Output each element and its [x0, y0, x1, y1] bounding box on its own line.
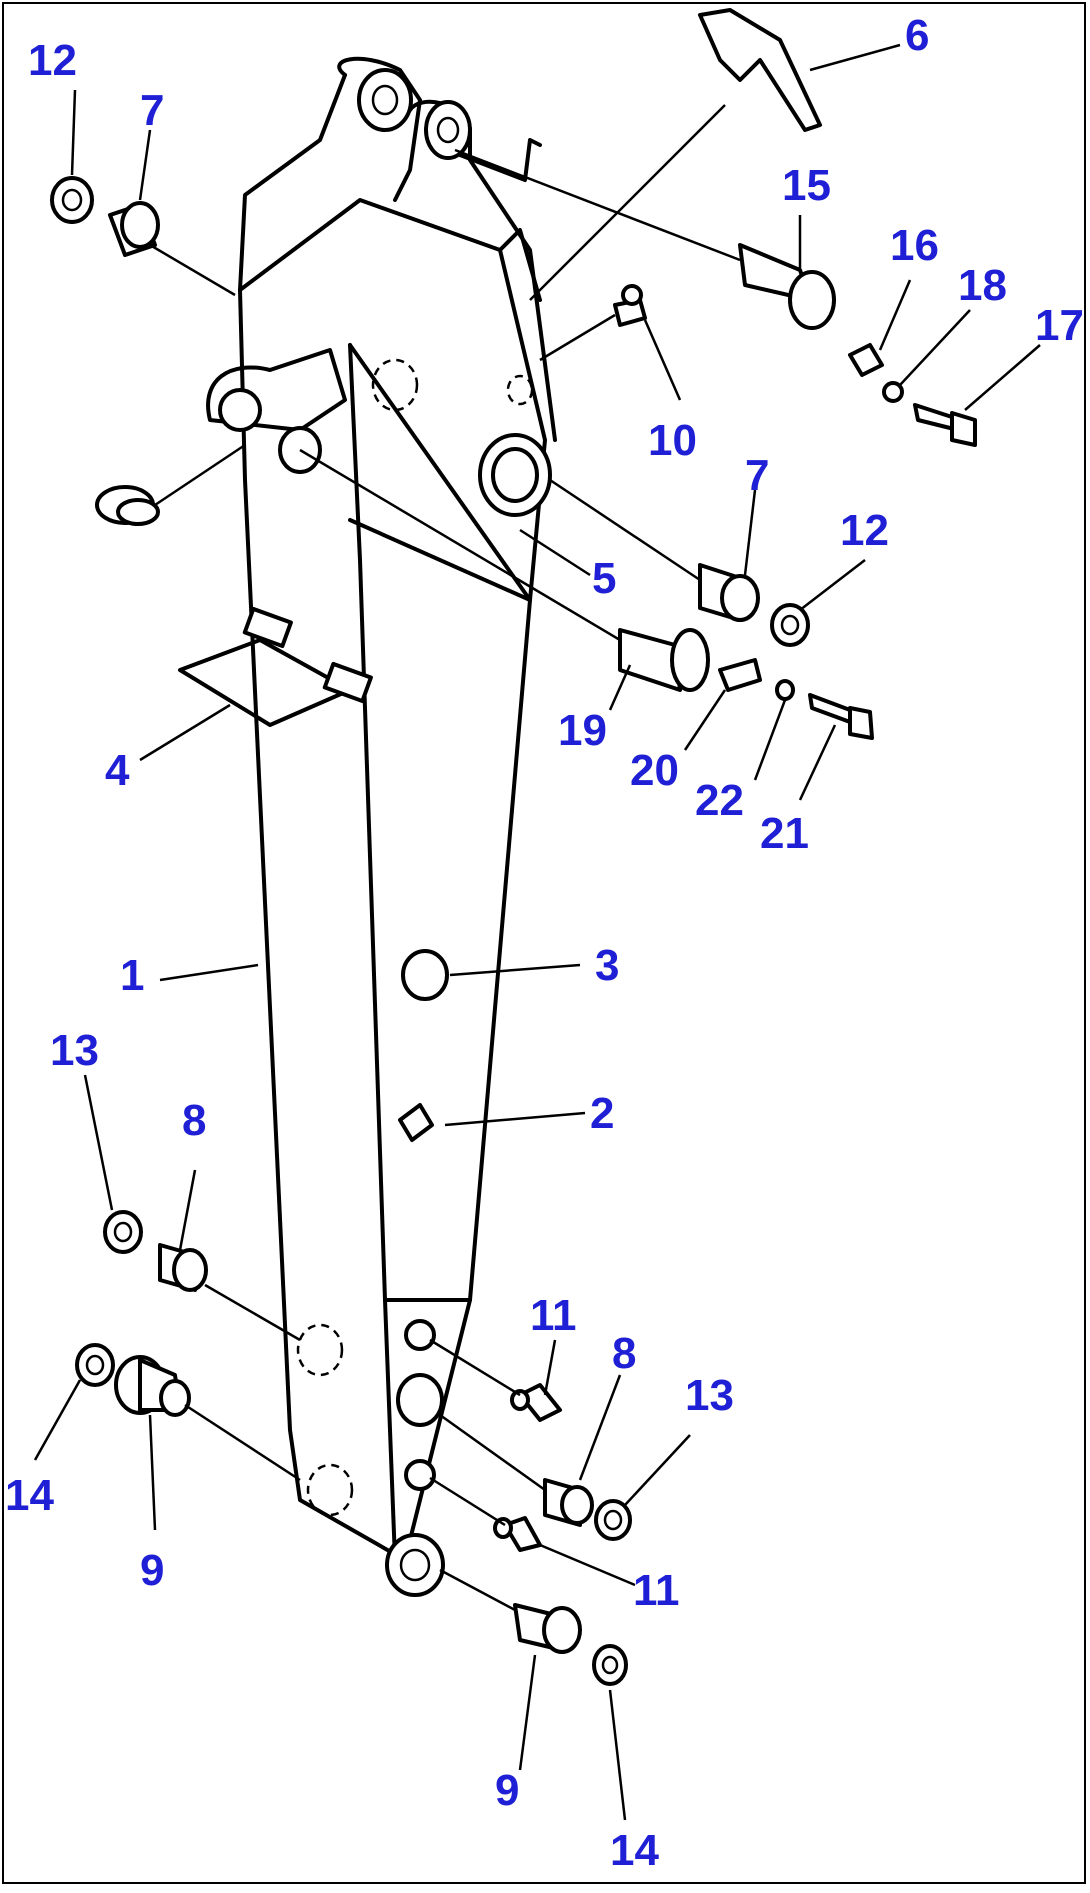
- callout-11: 11: [633, 1566, 680, 1615]
- part-13-left: [103, 1210, 143, 1254]
- callout-3: 3: [595, 941, 619, 990]
- callout-7: 7: [140, 86, 164, 135]
- part-11-upper-fitting: [510, 1383, 562, 1422]
- part-14-left: [75, 1343, 115, 1387]
- callout-8: 8: [182, 1096, 206, 1145]
- callout-12: 12: [840, 506, 889, 555]
- callout-5: 5: [592, 554, 616, 603]
- callout-labels: 12 7 6 15 16 18 17 10 7 12 5 19 20 22 21…: [5, 11, 1084, 1875]
- callout-1: 1: [120, 951, 144, 1000]
- part-lock-ring-left: [95, 485, 160, 526]
- part-8-left-bushing: [158, 1243, 208, 1292]
- callout-9: 9: [495, 1766, 519, 1815]
- callout-6: 6: [905, 11, 929, 60]
- arm-body: [178, 56, 557, 1597]
- part-9-right-pin: [513, 1603, 582, 1654]
- callout-20: 20: [630, 746, 679, 795]
- part-22-washer: [775, 679, 795, 701]
- part-19-pin: [618, 628, 710, 692]
- leader-lines: [33, 43, 1041, 1821]
- callout-18: 18: [958, 261, 1007, 310]
- part-12-right: [770, 603, 810, 647]
- part-21-bolt: [808, 693, 874, 740]
- part-17-bolt: [913, 403, 977, 447]
- part-15-pin: [738, 243, 836, 330]
- callout-10: 10: [648, 416, 697, 465]
- callout-15: 15: [782, 161, 831, 210]
- part-14-right: [592, 1644, 628, 1686]
- part-12-top-left: [50, 176, 94, 224]
- callout-12: 12: [28, 36, 77, 85]
- part-10-fitting: [613, 284, 647, 327]
- part-9-left-pin: [114, 1355, 191, 1417]
- part-20-plate: [718, 658, 762, 692]
- callout-21: 21: [760, 809, 809, 858]
- part-6-bracket: [698, 8, 822, 132]
- callout-13: 13: [50, 1026, 99, 1075]
- part-7-right-bushing: [698, 563, 760, 622]
- part-8-right-bushing: [543, 1478, 594, 1527]
- callout-14: 14: [5, 1471, 54, 1520]
- callout-7: 7: [745, 451, 769, 500]
- part-13-right: [594, 1499, 632, 1541]
- part-7-top-left-bushing: [108, 201, 160, 257]
- callout-11: 11: [530, 1291, 577, 1340]
- callout-16: 16: [890, 221, 939, 270]
- callout-22: 22: [695, 776, 744, 825]
- callout-13: 13: [685, 1371, 734, 1420]
- part-16-plate: [848, 343, 884, 377]
- callout-19: 19: [558, 706, 607, 755]
- callout-17: 17: [1035, 301, 1084, 350]
- callout-2: 2: [590, 1089, 614, 1138]
- callout-14: 14: [610, 1826, 659, 1875]
- callout-4: 4: [105, 746, 130, 795]
- callout-8: 8: [612, 1329, 636, 1378]
- part-18-washer: [882, 381, 904, 403]
- callout-9: 9: [140, 1546, 164, 1595]
